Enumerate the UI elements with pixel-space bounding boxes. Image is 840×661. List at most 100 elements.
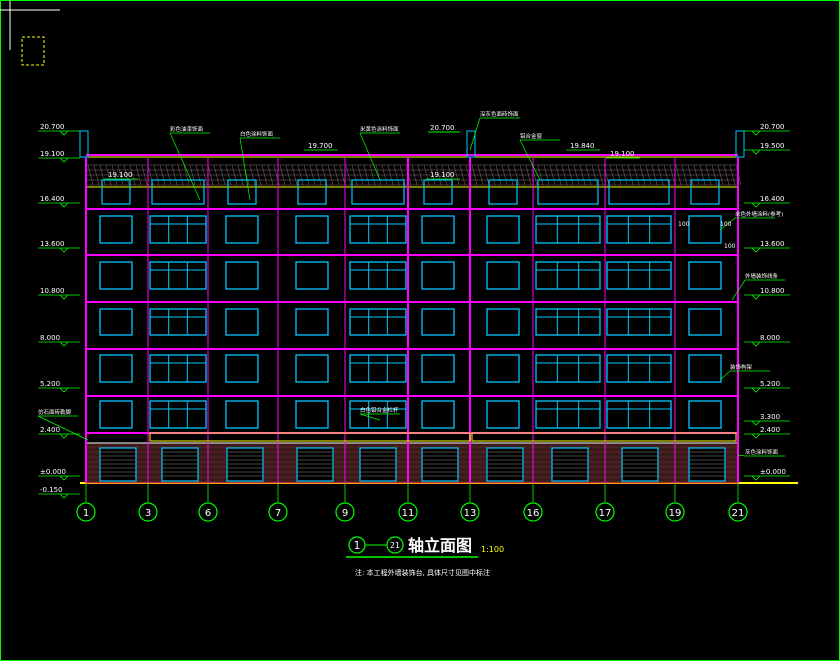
elevation-right-4: 10.800 xyxy=(744,287,790,300)
annotation-label-8: 外墙装饰线条 xyxy=(745,272,779,280)
elevation-left-label-6: 5.200 xyxy=(40,380,60,388)
window-33 xyxy=(421,354,455,383)
axis-label-11: 11 xyxy=(402,508,415,519)
ground-balustrade-right xyxy=(471,432,737,442)
window-top-11 xyxy=(151,179,205,205)
elevation-left-label-9: -0.150 xyxy=(40,486,63,494)
window-57 xyxy=(688,354,722,383)
elevation-left-label-4: 10.800 xyxy=(40,287,65,295)
axis-16: 16 xyxy=(523,483,543,522)
axis-9: 9 xyxy=(335,483,355,522)
window-55 xyxy=(688,261,722,290)
elevation-right-3: 13.600 xyxy=(744,240,790,253)
elevation-right-label-4: 10.800 xyxy=(760,287,785,295)
elevation-right-label-0: 20.700 xyxy=(760,123,785,131)
elevation-left-label-2: 16.400 xyxy=(40,195,65,203)
facade-body xyxy=(85,156,739,444)
garage-door-0 xyxy=(99,447,137,482)
axis-label-19: 19 xyxy=(669,508,682,519)
roof-level-4: 19.100 xyxy=(606,150,640,159)
elevation-left-4: 10.800 xyxy=(38,287,80,300)
window-top-5 xyxy=(101,179,131,205)
elevation-left-6: 5.200 xyxy=(38,380,80,393)
elevation-left-9: -0.150 xyxy=(38,486,80,499)
roof-hatch xyxy=(86,164,742,186)
axis-label-9: 9 xyxy=(342,508,348,519)
dim-2: 100 xyxy=(720,221,732,228)
elevation-marks-right: 20.700 19.500 16.400 13.600 10.800 8.000 5.200… xyxy=(744,123,790,481)
window-14 xyxy=(225,308,259,336)
window-22 xyxy=(295,400,329,429)
ground-balustrade xyxy=(149,432,471,442)
window-12 xyxy=(225,215,259,244)
elevation-right-label-6: 5.200 xyxy=(760,380,780,388)
window-32 xyxy=(421,308,455,336)
garage-door-4 xyxy=(359,447,397,482)
axis-label-17: 17 xyxy=(599,508,612,519)
drawing-scale: 1:100 xyxy=(481,545,504,554)
elevation-left-7: 2.400 xyxy=(38,426,80,439)
elevation-right-8: 2.400 xyxy=(744,426,790,439)
window-54 xyxy=(688,215,722,244)
roof-level-label-3: 19.840 xyxy=(570,142,595,150)
window-top-17 xyxy=(227,179,257,205)
elevation-left-label-1: 19.100 xyxy=(40,150,65,158)
windows xyxy=(99,179,722,429)
axis-label-1: 1 xyxy=(83,508,89,519)
window-40 xyxy=(486,400,520,429)
window-top-53 xyxy=(608,179,670,205)
elevation-right-1: 19.500 xyxy=(744,142,790,155)
garage-doors xyxy=(99,447,726,482)
stair-tower-left xyxy=(79,130,89,158)
elevation-left-5: 8.000 xyxy=(38,334,80,347)
window-49 xyxy=(606,261,672,290)
elevation-left-label-0: 20.700 xyxy=(40,123,65,131)
garage-door-2 xyxy=(226,447,264,482)
elevation-right-label-8: 2.400 xyxy=(760,426,780,434)
window-top-35 xyxy=(423,179,453,205)
annotation-label-5: 白色铝合金栏杆 xyxy=(360,406,399,414)
annotation-label-0: 彩色油漆饰面 xyxy=(170,125,204,133)
window-25 xyxy=(349,261,407,290)
window-18 xyxy=(295,215,329,244)
roof-level-label-2: 19.100 xyxy=(430,171,455,179)
annotation-1: 白色涂料饰面 xyxy=(239,130,280,201)
window-31 xyxy=(421,261,455,290)
window-36 xyxy=(486,215,520,244)
window-10 xyxy=(149,400,207,429)
drawing-title: 轴立面图 xyxy=(408,536,472,555)
dim-3: 100 xyxy=(724,243,736,250)
window-58 xyxy=(688,400,722,429)
roof-level-3: 19.840 xyxy=(566,142,600,151)
axis-label-13: 13 xyxy=(464,508,477,519)
window-26 xyxy=(349,308,407,336)
elevation-right-label-5: 8.000 xyxy=(760,334,780,342)
elevation-left-0: 20.700 xyxy=(38,123,80,136)
elevation-right-2: 16.400 xyxy=(744,195,790,208)
axis-3: 3 xyxy=(138,483,158,522)
elevation-right-6: 5.200 xyxy=(744,380,790,393)
window-43 xyxy=(535,261,601,290)
axis-13: 13 xyxy=(460,483,480,522)
garage-door-5 xyxy=(421,447,459,482)
axis-label-16: 16 xyxy=(527,508,540,519)
garage-door-8 xyxy=(621,447,659,482)
drawing-note: 注: 本工程外墙装饰台, 具体尺寸见图中标注 xyxy=(355,568,490,577)
annotation-0: 彩色油漆饰面 xyxy=(169,125,210,201)
window-34 xyxy=(421,400,455,429)
roof-level-label-1: 19.700 xyxy=(308,142,333,150)
roof-level-label-4: 19.100 xyxy=(610,150,635,158)
elevation-left-label-7: 2.400 xyxy=(40,426,60,434)
axis-11: 11 xyxy=(398,483,418,522)
window-3 xyxy=(99,354,133,383)
window-4 xyxy=(99,400,133,429)
building-facade xyxy=(79,130,798,484)
annotation-label-10: 灰色涂料饰面 xyxy=(745,448,779,456)
elevation-right-9: ±0.000 xyxy=(744,468,790,481)
window-20 xyxy=(295,308,329,336)
window-37 xyxy=(486,261,520,290)
window-9 xyxy=(149,354,207,383)
